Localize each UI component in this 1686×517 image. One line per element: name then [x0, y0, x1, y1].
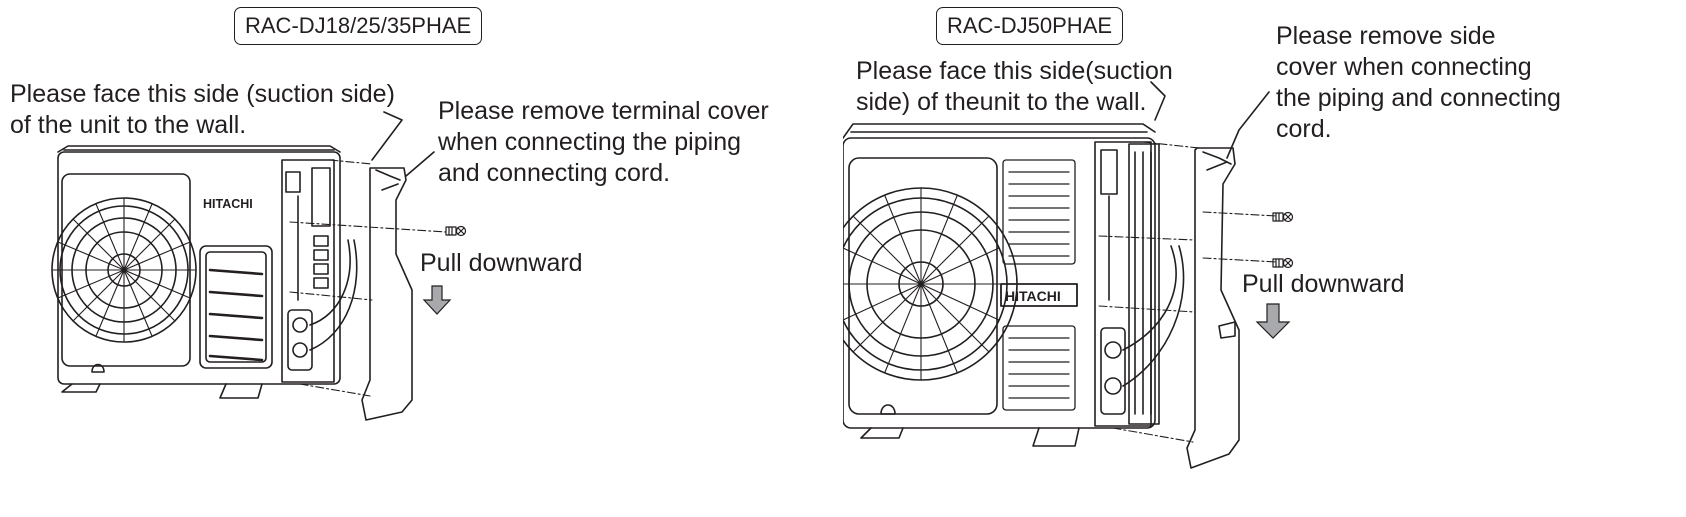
- cover-removal-note-line2: cover when connecting: [1276, 53, 1532, 81]
- model-label: RAC-DJ50PHAE: [936, 7, 1124, 45]
- cover-removal-note-line3: the piping and connecting: [1276, 84, 1561, 112]
- cover-removal-note: Please remove side cover when connecting…: [1276, 21, 1561, 145]
- outdoor-unit-illustration-right: HITACHI: [843, 81, 1294, 469]
- cover-removal-note-line1: Please remove terminal cover: [438, 97, 769, 125]
- outdoor-unit-illustration-left: HITACHI: [51, 111, 467, 421]
- face-wall-note: Please face this side (suction side) of …: [10, 79, 395, 141]
- brand-logo: HITACHI: [203, 197, 253, 211]
- cover-removal-note-line3: and connecting cord.: [438, 159, 671, 187]
- cover-removal-note-line2: when connecting the piping: [438, 128, 742, 156]
- pull-down-arrow-icon: [1255, 303, 1291, 339]
- face-wall-note-line2: of the unit to the wall.: [10, 111, 247, 139]
- cover-removal-note-line4: cord.: [1276, 115, 1332, 143]
- brand-logo: HITACHI: [1005, 288, 1061, 304]
- pull-downward-label: Pull downward: [1242, 270, 1405, 298]
- cover-removal-note-line1: Please remove side: [1276, 22, 1496, 50]
- model-label: RAC-DJ18/25/35PHAE: [234, 7, 483, 45]
- figure-right: HITACHI RAC-DJ50PHAE Please face this si…: [843, 0, 1686, 517]
- pull-downward-label: Pull downward: [420, 249, 583, 277]
- pull-down-arrow-icon: [422, 285, 452, 315]
- face-wall-note-line2: side) of theunit to the wall.: [856, 88, 1147, 116]
- face-wall-note: Please face this side(suction side) of t…: [856, 56, 1173, 118]
- cover-removal-note: Please remove terminal cover when connec…: [438, 96, 769, 189]
- face-wall-note-line1: Please face this side (suction side): [10, 80, 395, 108]
- face-wall-note-line1: Please face this side(suction: [856, 57, 1173, 85]
- figure-left: HITACHI RAC-DJ18/25/35PHAE Please face t…: [10, 7, 769, 421]
